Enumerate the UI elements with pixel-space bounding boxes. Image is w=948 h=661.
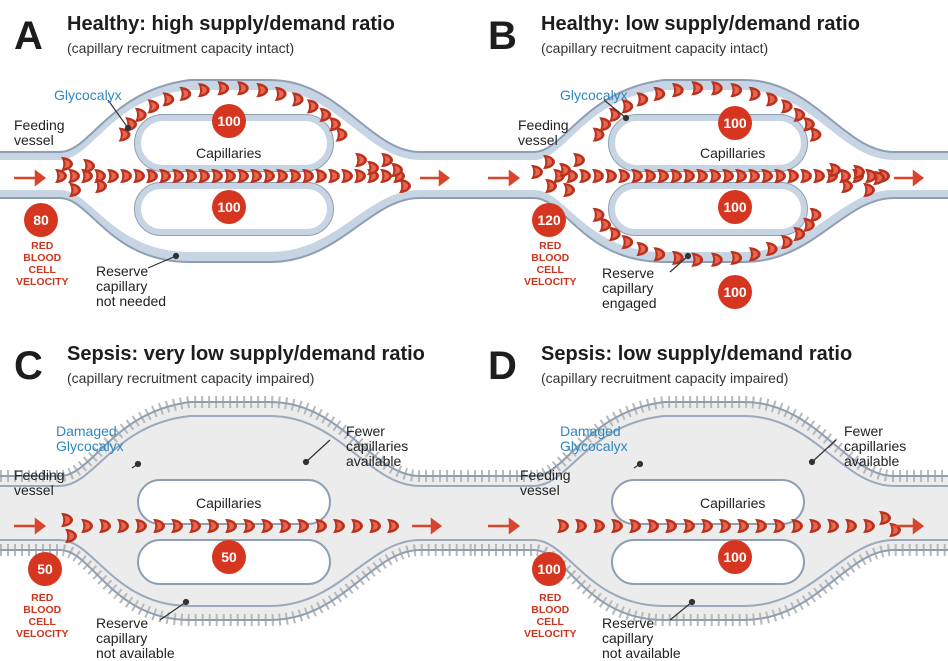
middle-capillary-velocity-badge: 100: [718, 190, 752, 224]
vessel-wall-inner: [474, 415, 948, 607]
vessel-wall: [0, 401, 474, 621]
velocity-badge: 50: [28, 552, 62, 586]
panel-title: Healthy: high supply/demand ratio: [67, 13, 395, 35]
vessel-diagram: [474, 79, 948, 273]
leader-lines: [131, 439, 331, 621]
panel-letter: B: [488, 14, 517, 58]
rbc-velocity-label: RED BLOOD CELL VELOCITY: [16, 240, 69, 288]
capillaries-label: Capillaries: [196, 495, 262, 511]
panel-b: B Healthy: low supply/demand ratio (capi…: [474, 0, 948, 330]
feeding-vessel-label: Feeding vessel: [518, 117, 569, 148]
panel-letter: D: [488, 344, 517, 388]
reserve-capillary-label: Reserve capillary not available: [602, 615, 681, 661]
glycocalyx-label: Glycocalyx: [54, 87, 122, 103]
top-capillary-velocity-badge: 100: [212, 104, 246, 138]
velocity-badge: 100: [532, 552, 566, 586]
velocity-badge: 120: [532, 203, 566, 237]
damaged-glycocalyx-label: Damaged Glycocalyx: [56, 423, 124, 454]
top-capillary-velocity-badge: 100: [718, 106, 752, 140]
capillaries-label: Capillaries: [196, 145, 262, 161]
flow-arrows: [14, 517, 443, 535]
vessel-diagram: [474, 396, 948, 626]
fewer-capillaries-label: Fewer capillaries available: [844, 423, 907, 469]
vessel-diagram: [0, 396, 474, 626]
panel-subtitle: (capillary recruitment capacity intact): [541, 40, 769, 56]
panel-d: D Sepsis: low supply/demand ratio (capil…: [474, 330, 948, 660]
feeding-vessel-label: Feeding vessel: [14, 117, 65, 148]
feeding-vessel-label: Feeding vessel: [520, 467, 571, 498]
panel-title: Sepsis: very low supply/demand ratio: [67, 343, 425, 365]
vessel-network: [474, 396, 948, 626]
vessel-network: [0, 79, 474, 263]
reserve-capillary-velocity-badge: 100: [718, 275, 752, 309]
middle-capillary-velocity-badge: 100: [718, 540, 752, 574]
reserve-capillary-label: Reserve capillary engaged: [602, 265, 657, 311]
panel-subtitle: (capillary recruitment capacity intact): [67, 40, 295, 56]
panel-a: A Healthy: high supply/demand ratio (cap…: [0, 0, 474, 330]
flow-arrows: [14, 169, 451, 187]
glycocalyx-label: Glycocalyx: [560, 87, 628, 103]
panel-letter: C: [14, 344, 43, 388]
velocity-badge: 80: [24, 203, 58, 237]
damaged-glycocalyx-label: Damaged Glycocalyx: [560, 423, 628, 454]
rbc-velocity-label: RED BLOOD CELL VELOCITY: [524, 240, 577, 288]
panel-subtitle: (capillary recruitment capacity impaired…: [541, 370, 789, 386]
vessel-network: [0, 396, 474, 626]
flow-arrows: [488, 517, 925, 535]
rbc-velocity-label: RED BLOOD CELL VELOCITY: [524, 592, 577, 640]
leader-lines: [633, 439, 837, 621]
rbc-velocity-label: RED BLOOD CELL VELOCITY: [16, 592, 69, 640]
reserve-capillary-label: Reserve capillary not needed: [96, 263, 167, 309]
fewer-capillaries-label: Fewer capillaries available: [346, 423, 409, 469]
capillaries-label: Capillaries: [700, 495, 766, 511]
vessel-wall: [0, 79, 474, 263]
vessel-wall-inner: [0, 415, 474, 607]
lower-tissue-island-inner: [609, 183, 807, 235]
lower-tissue-island: [611, 539, 805, 585]
panel-subtitle: (capillary recruitment capacity impaired…: [67, 370, 315, 386]
leader-lines: [603, 99, 692, 273]
capillaries-label: Capillaries: [700, 145, 766, 161]
leader-lines: [107, 99, 180, 269]
feeding-vessel-label: Feeding vessel: [14, 467, 65, 498]
flow-arrows: [488, 169, 925, 187]
panel-letter: A: [14, 14, 43, 58]
panel-c: C Sepsis: very low supply/demand ratio (…: [0, 330, 474, 660]
middle-capillary-velocity-badge: 50: [212, 540, 246, 574]
vessel-diagram: [0, 79, 474, 269]
middle-capillary-velocity-badge: 100: [212, 190, 246, 224]
panel-title: Healthy: low supply/demand ratio: [541, 13, 860, 35]
reserve-capillary-label: Reserve capillary not available: [96, 615, 175, 661]
upper-tissue-island-inner: [609, 115, 807, 171]
panel-title: Sepsis: low supply/demand ratio: [541, 343, 853, 365]
